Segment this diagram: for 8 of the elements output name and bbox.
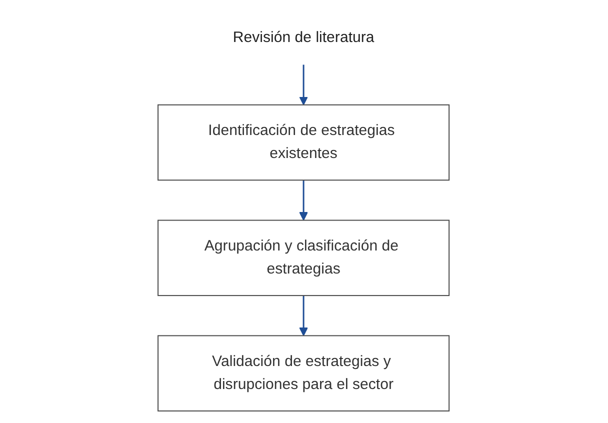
flowchart-drawing: Revisión de literatura Identificación de estrategias existentes Agrupación y clasificación de estrategias Validación de estrategias y disrupciones para el sector <box>150 4 458 419</box>
arrow <box>300 64 308 106</box>
arrow <box>300 296 308 336</box>
node-box <box>158 220 450 296</box>
node-box <box>158 335 450 412</box>
node-box <box>158 104 450 181</box>
arrow <box>300 180 308 221</box>
node-text: Revisión de literatura <box>233 29 375 46</box>
